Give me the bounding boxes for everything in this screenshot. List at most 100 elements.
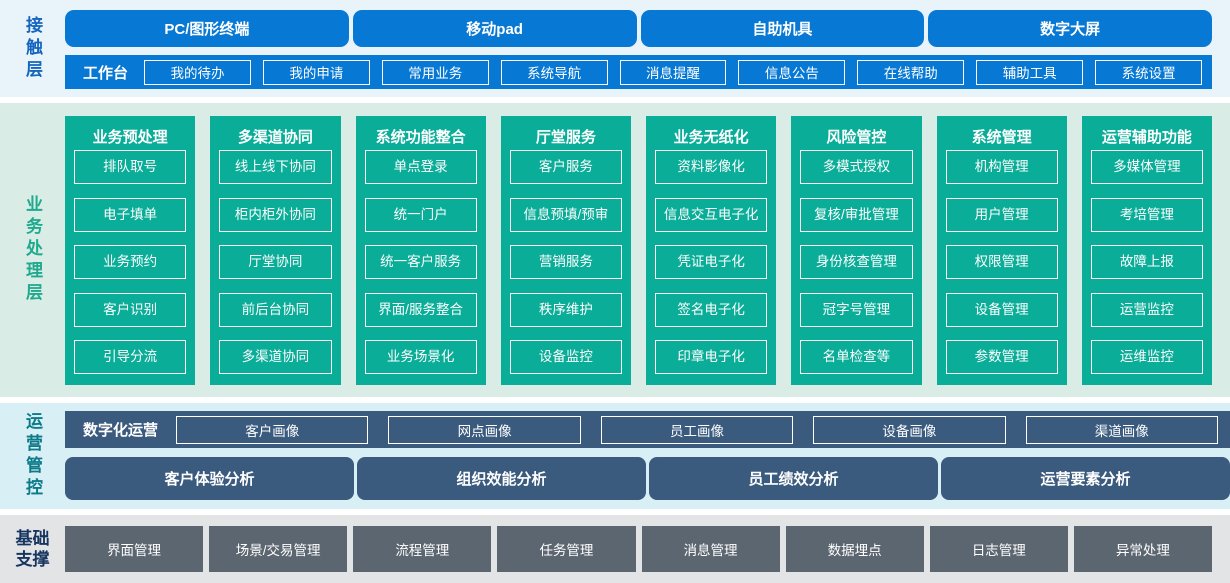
business-item[interactable]: 印章电子化 xyxy=(655,340,768,374)
analysis-bar[interactable]: 运营要素分析 xyxy=(941,457,1230,500)
business-item[interactable]: 前后台协同 xyxy=(219,292,332,327)
layer-label-foundation: 基础支撑 xyxy=(0,515,65,583)
business-item[interactable]: 复核/审批管理 xyxy=(800,197,913,232)
portrait-box[interactable]: 员工画像 xyxy=(600,415,794,444)
layer-business: 业务处理层 业务预处理 排队取号电子填单业务预约客户识别引导分流 多渠道协同 线… xyxy=(0,103,1230,397)
business-item[interactable]: 多渠道协同 xyxy=(219,340,332,374)
layer-label-text: 业务处理层 xyxy=(23,195,42,305)
column-items: 多模式授权复核/审批管理身份核查管理冠字号管理名单检查等 xyxy=(800,150,913,374)
business-item[interactable]: 电子填单 xyxy=(74,197,187,232)
business-item[interactable]: 引导分流 xyxy=(74,340,187,374)
business-item[interactable]: 运营监控 xyxy=(1090,292,1203,327)
workbench-button[interactable]: 在线帮助 xyxy=(857,59,965,85)
analysis-bar[interactable]: 组织效能分析 xyxy=(357,457,646,500)
workbench-button[interactable]: 我的待办 xyxy=(144,59,251,85)
business-item[interactable]: 资料影像化 xyxy=(655,150,768,184)
column-items: 多媒体管理考培管理故障上报运营监控运维监控 xyxy=(1090,150,1203,374)
column-items: 线上线下协同柜内柜外协同厅堂协同前后台协同多渠道协同 xyxy=(219,150,332,374)
foundation-box[interactable]: 数据埋点 xyxy=(785,526,924,572)
portrait-box[interactable]: 客户画像 xyxy=(176,415,369,444)
layer-label-operations: 运营管控 xyxy=(0,403,65,509)
workbench-button[interactable]: 辅助工具 xyxy=(976,59,1084,85)
business-item[interactable]: 业务场景化 xyxy=(364,340,477,374)
business-item[interactable]: 设备管理 xyxy=(945,292,1058,327)
portrait-box[interactable]: 网点画像 xyxy=(388,415,581,444)
business-item[interactable]: 签名电子化 xyxy=(655,292,768,327)
layer-foundation: 基础支撑 界面管理场景/交易管理流程管理任务管理消息管理数据埋点日志管理异常处理 xyxy=(0,515,1230,583)
business-item[interactable]: 冠字号管理 xyxy=(800,292,913,327)
business-item[interactable]: 运维监控 xyxy=(1090,340,1203,374)
business-item[interactable]: 统一客户服务 xyxy=(364,245,477,279)
terminal-channel-box[interactable]: 移动pad xyxy=(352,10,637,47)
business-item[interactable]: 柜内柜外协同 xyxy=(219,197,332,232)
business-item[interactable]: 厅堂协同 xyxy=(219,245,332,279)
business-column-preprocess: 业务预处理 排队取号电子填单业务预约客户识别引导分流 xyxy=(65,116,196,385)
foundation-box[interactable]: 消息管理 xyxy=(641,526,780,572)
workbench-items: 我的待办我的申请常用业务系统导航消息提醒信息公告在线帮助辅助工具系统设置 xyxy=(144,59,1203,85)
business-item[interactable]: 考培管理 xyxy=(1090,197,1203,232)
foundation-box[interactable]: 异常处理 xyxy=(1073,526,1212,572)
terminal-channel-box[interactable]: 自助机具 xyxy=(640,10,925,47)
column-items: 资料影像化信息交互电子化凭证电子化签名电子化印章电子化 xyxy=(655,150,768,374)
foundation-box[interactable]: 日志管理 xyxy=(929,526,1068,572)
business-item[interactable]: 多媒体管理 xyxy=(1090,150,1203,184)
terminal-channel-box[interactable]: 数字大屏 xyxy=(928,10,1212,47)
workbench-button[interactable]: 系统设置 xyxy=(1095,59,1203,85)
business-column-hall-service: 厅堂服务 客户服务信息预填/预审营销服务秩序维护设备监控 xyxy=(500,116,631,385)
terminal-channel-box[interactable]: PC/图形终端 xyxy=(65,10,349,47)
business-item[interactable]: 秩序维护 xyxy=(509,292,622,327)
business-item[interactable]: 信息预填/预审 xyxy=(509,197,622,232)
column-title: 厅堂服务 xyxy=(535,129,596,146)
digital-operations-bar: 数字化运营 客户画像网点画像员工画像设备画像渠道画像 xyxy=(65,411,1230,449)
business-item[interactable]: 线上线下协同 xyxy=(219,150,332,184)
workbench-bar: 工作台 我的待办我的申请常用业务系统导航消息提醒信息公告在线帮助辅助工具系统设置 xyxy=(65,55,1212,89)
business-item[interactable]: 凭证电子化 xyxy=(655,245,768,279)
business-item[interactable]: 界面/服务整合 xyxy=(364,292,477,327)
foundation-box[interactable]: 流程管理 xyxy=(353,526,492,572)
foundation-box[interactable]: 场景/交易管理 xyxy=(209,526,348,572)
business-item[interactable]: 统一门户 xyxy=(364,197,477,232)
portrait-box[interactable]: 设备画像 xyxy=(813,415,1006,444)
foundation-box[interactable]: 界面管理 xyxy=(65,526,204,572)
business-item[interactable]: 权限管理 xyxy=(945,245,1058,279)
business-column-ops-aux: 运营辅助功能 多媒体管理考培管理故障上报运营监控运维监控 xyxy=(1081,116,1212,385)
business-item[interactable]: 单点登录 xyxy=(364,150,477,184)
workbench-button[interactable]: 系统导航 xyxy=(500,59,608,85)
column-title: 系统管理 xyxy=(971,129,1032,146)
business-item[interactable]: 排队取号 xyxy=(74,150,187,184)
workbench-button[interactable]: 我的申请 xyxy=(262,59,370,85)
layer-label-contact: 接触层 xyxy=(0,0,65,97)
business-item[interactable]: 故障上报 xyxy=(1090,245,1203,279)
business-item[interactable]: 多模式授权 xyxy=(800,150,913,184)
business-item[interactable]: 客户服务 xyxy=(509,150,622,184)
business-item[interactable]: 身份核查管理 xyxy=(800,245,913,279)
workbench-button[interactable]: 消息提醒 xyxy=(619,59,727,85)
portrait-boxes: 客户画像网点画像员工画像设备画像渠道画像 xyxy=(176,415,1218,444)
business-columns: 业务预处理 排队取号电子填单业务预约客户识别引导分流 多渠道协同 线上线下协同柜… xyxy=(65,103,1212,397)
column-title: 运营辅助功能 xyxy=(1101,129,1192,146)
business-item[interactable]: 机构管理 xyxy=(945,150,1058,184)
layer-label-text: 运营管控 xyxy=(23,412,42,500)
business-item[interactable]: 信息交互电子化 xyxy=(655,197,768,232)
business-item[interactable]: 设备监控 xyxy=(509,340,622,374)
layer-label-text: 基础支撑 xyxy=(15,528,50,569)
business-item[interactable]: 参数管理 xyxy=(945,340,1058,374)
layer-operations-content: 数字化运营 客户画像网点画像员工画像设备画像渠道画像 客户体验分析组织效能分析员… xyxy=(65,403,1230,509)
column-items: 客户服务信息预填/预审营销服务秩序维护设备监控 xyxy=(509,150,622,374)
business-item[interactable]: 营销服务 xyxy=(509,245,622,279)
analysis-bar[interactable]: 客户体验分析 xyxy=(65,457,354,500)
column-items: 单点登录统一门户统一客户服务界面/服务整合业务场景化 xyxy=(364,150,477,374)
business-item[interactable]: 业务预约 xyxy=(74,245,187,279)
column-title: 业务预处理 xyxy=(92,129,168,146)
analysis-bar[interactable]: 员工绩效分析 xyxy=(649,457,938,500)
portrait-box[interactable]: 渠道画像 xyxy=(1025,415,1218,444)
workbench-button[interactable]: 信息公告 xyxy=(738,59,846,85)
workbench-button[interactable]: 常用业务 xyxy=(381,59,489,85)
business-item[interactable]: 名单检查等 xyxy=(800,340,913,374)
business-item[interactable]: 用户管理 xyxy=(945,197,1058,232)
column-title: 系统功能整合 xyxy=(375,129,466,146)
business-item[interactable]: 客户识别 xyxy=(74,292,187,327)
foundation-box[interactable]: 任务管理 xyxy=(497,526,636,572)
